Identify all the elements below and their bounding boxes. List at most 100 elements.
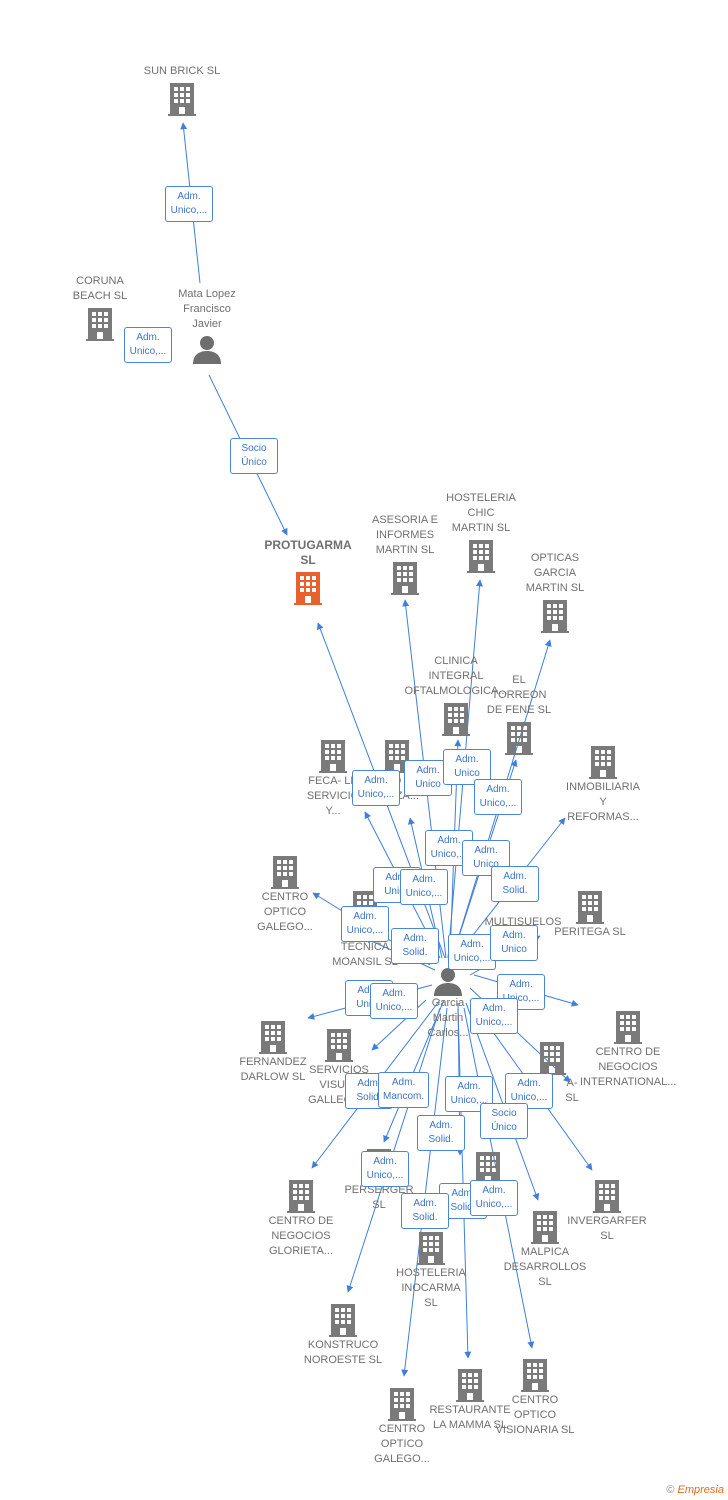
node-garcia-martin[interactable]: Garcia Martin Carlos... <box>403 964 493 1041</box>
relation-badge[interactable]: Adm. Unico,... <box>448 934 496 970</box>
node-label: INMOBILIARIA Y REFORMAS... <box>566 781 640 823</box>
node-peritega[interactable]: PERITEGA SL <box>545 887 635 940</box>
building-icon <box>325 1029 353 1062</box>
relation-badge[interactable]: Adm. Unico,... <box>400 869 448 905</box>
relation-badge[interactable]: Adm. Unico,... <box>124 327 172 363</box>
building-icon <box>541 600 569 633</box>
building-icon <box>294 572 322 605</box>
node-label: CENTRO DE NEGOCIOS GLORIETA... <box>268 1215 334 1257</box>
relation-badge[interactable]: Adm. Unico,... <box>165 186 213 222</box>
node-hosteleria-chic[interactable]: HOSTELERIA CHIC MARTIN SL <box>436 491 526 574</box>
node-label: SUN BRICK SL <box>143 65 221 77</box>
node-label: OPTICAS GARCIA MARTIN SL <box>525 552 585 594</box>
node-centro-negocios-glorieta[interactable]: CENTRO DE NEGOCIOS GLORIETA... <box>256 1176 346 1259</box>
relation-badge[interactable]: Socio Único <box>480 1103 528 1139</box>
node-asesoria[interactable]: ASESORIA E INFORMES MARTIN SL <box>360 513 450 596</box>
relation-badge[interactable]: Adm. Unico,... <box>341 906 389 942</box>
relation-badge[interactable]: Adm. Unico,... <box>470 1180 518 1216</box>
node-centro-optico-visionaria[interactable]: CENTRO OPTICO VISIONARIA SL <box>490 1355 580 1438</box>
node-label: HOSTELERIA CHIC MARTIN SL <box>446 492 516 534</box>
relation-badge[interactable]: Adm. Mancom. <box>378 1072 430 1108</box>
node-label: KONSTRUCO NOROESTE SL <box>303 1339 383 1366</box>
node-label: INVERGARFER SL <box>567 1215 647 1242</box>
relation-badge[interactable]: Adm. Unico,... <box>505 1073 553 1109</box>
building-icon <box>614 1011 642 1044</box>
node-centro-optico-galego-2[interactable]: CENTRO OPTICO GALEGO... <box>357 1384 447 1467</box>
person-icon <box>193 336 221 364</box>
copyright-symbol: © <box>666 1484 675 1496</box>
building-icon <box>442 703 470 736</box>
building-icon <box>593 1180 621 1213</box>
building-icon <box>505 722 533 755</box>
node-label: Garcia Martin Carlos... <box>427 997 469 1039</box>
node-label: ASESORIA E INFORMES MARTIN SL <box>371 514 439 556</box>
relation-edge <box>465 1002 540 1201</box>
building-icon <box>391 562 419 595</box>
relation-edge <box>346 1007 441 1293</box>
relation-badge[interactable]: Adm. Solid. <box>491 866 539 902</box>
relation-badge[interactable]: Adm. Solid. <box>391 928 439 964</box>
building-icon <box>271 856 299 889</box>
relation-badge[interactable]: Adm. Unico,... <box>361 1151 409 1187</box>
relation-badge[interactable]: Adm. Unico,... <box>470 998 518 1034</box>
node-hosteleria-inocarma[interactable]: HOSTELERIA INOCARMA SL <box>386 1228 476 1311</box>
node-el-torreon[interactable]: EL TORREON DE FENE SL <box>474 673 564 756</box>
node-clinica-integral[interactable]: CLINICA INTEGRAL OFTALMOLOGICA... <box>400 654 512 737</box>
node-label: CENTRO OPTICO GALEGO... <box>374 1423 430 1465</box>
node-label: CENTRO OPTICO GALEGO... <box>257 891 313 933</box>
node-label: CLINICA INTEGRAL OFTALMOLOGICA... <box>404 655 508 697</box>
relation-badge[interactable]: Adm. Unico,... <box>370 983 418 1019</box>
node-label: RESTAURANTE LA MAMMA SL <box>429 1404 511 1431</box>
relation-badge[interactable]: Adm. Unico <box>490 925 538 961</box>
node-label: PERSERGER SL <box>344 1184 414 1211</box>
building-icon <box>329 1304 357 1337</box>
node-label: MALPICA DESARROLLOS SL <box>503 1246 587 1288</box>
building-icon <box>287 1180 315 1213</box>
building-icon <box>576 891 604 924</box>
building-icon <box>589 746 617 779</box>
node-inmobiliaria[interactable]: INMOBILIARIA Y REFORMAS... <box>558 742 648 825</box>
node-label: CENTRO OPTICO VISIONARIA SL <box>495 1394 575 1436</box>
building-icon <box>388 1388 416 1421</box>
node-label: CORUNA BEACH SL <box>72 275 128 302</box>
node-opticas-garcia[interactable]: OPTICAS GARCIA MARTIN SL <box>510 551 600 634</box>
node-malpica[interactable]: MALPICA DESARROLLOS SL <box>500 1207 590 1290</box>
node-label: PROTUGARMA SL <box>264 538 352 567</box>
node-feca[interactable]: FECA- LE SERVICIO Y... <box>288 736 378 819</box>
building-icon <box>531 1211 559 1244</box>
node-protugarma[interactable]: PROTUGARMA SL <box>263 538 353 606</box>
node-label: A- SL <box>565 1077 579 1104</box>
building-icon <box>467 540 495 573</box>
node-label: PERITEGA SL <box>554 926 626 938</box>
node-restaurante-la-mamma[interactable]: RESTAURANTE LA MAMMA SL <box>425 1365 515 1433</box>
node-coruna-beach[interactable]: CORUNA BEACH SL <box>55 274 145 342</box>
node-centro-negocios-international[interactable]: CENTRO DE NEGOCIOS INTERNATIONAL... <box>580 1007 676 1090</box>
building-icon <box>168 83 196 116</box>
relation-edge <box>401 1007 448 1377</box>
node-label: HOSTELERIA INOCARMA SL <box>396 1267 466 1309</box>
building-icon <box>259 1021 287 1054</box>
building-icon <box>521 1359 549 1392</box>
node-centro-optico-galego-1[interactable]: CENTRO OPTICO GALEGO... <box>240 852 330 935</box>
building-icon <box>86 308 114 341</box>
building-icon <box>538 1042 566 1075</box>
building-icon <box>456 1369 484 1402</box>
footer-brand[interactable]: © Empresia <box>666 1484 724 1496</box>
relation-badge[interactable]: Adm. Solid. <box>401 1193 449 1229</box>
node-label: FERNANDEZ DARLOW SL <box>239 1056 307 1083</box>
node-label: Mata Lopez Francisco Javier <box>178 288 236 330</box>
node-konstruco[interactable]: KONSTRUCO NOROESTE SL <box>298 1300 388 1368</box>
relation-badge[interactable]: Socio Único <box>230 438 278 474</box>
relation-badge[interactable]: Adm. Unico,... <box>474 779 522 815</box>
node-sun-brick[interactable]: SUN BRICK SL <box>137 64 227 117</box>
node-label: CENTRO DE NEGOCIOS INTERNATIONAL... <box>580 1046 677 1088</box>
node-label: EL TORREON DE FENE SL <box>486 674 552 716</box>
person-icon <box>434 968 462 996</box>
node-mata-lopez[interactable]: Mata Lopez Francisco Javier <box>162 287 252 364</box>
relation-badge[interactable]: Adm. Solid. <box>417 1115 465 1151</box>
brand-name: Empresia <box>677 1484 724 1496</box>
node-fernandez-darlow[interactable]: FERNANDEZ DARLOW SL <box>228 1017 318 1085</box>
node-invergarfer[interactable]: INVERGARFER SL <box>562 1176 652 1244</box>
building-icon <box>417 1232 445 1265</box>
relation-badge[interactable]: Adm. Unico,... <box>352 770 400 806</box>
